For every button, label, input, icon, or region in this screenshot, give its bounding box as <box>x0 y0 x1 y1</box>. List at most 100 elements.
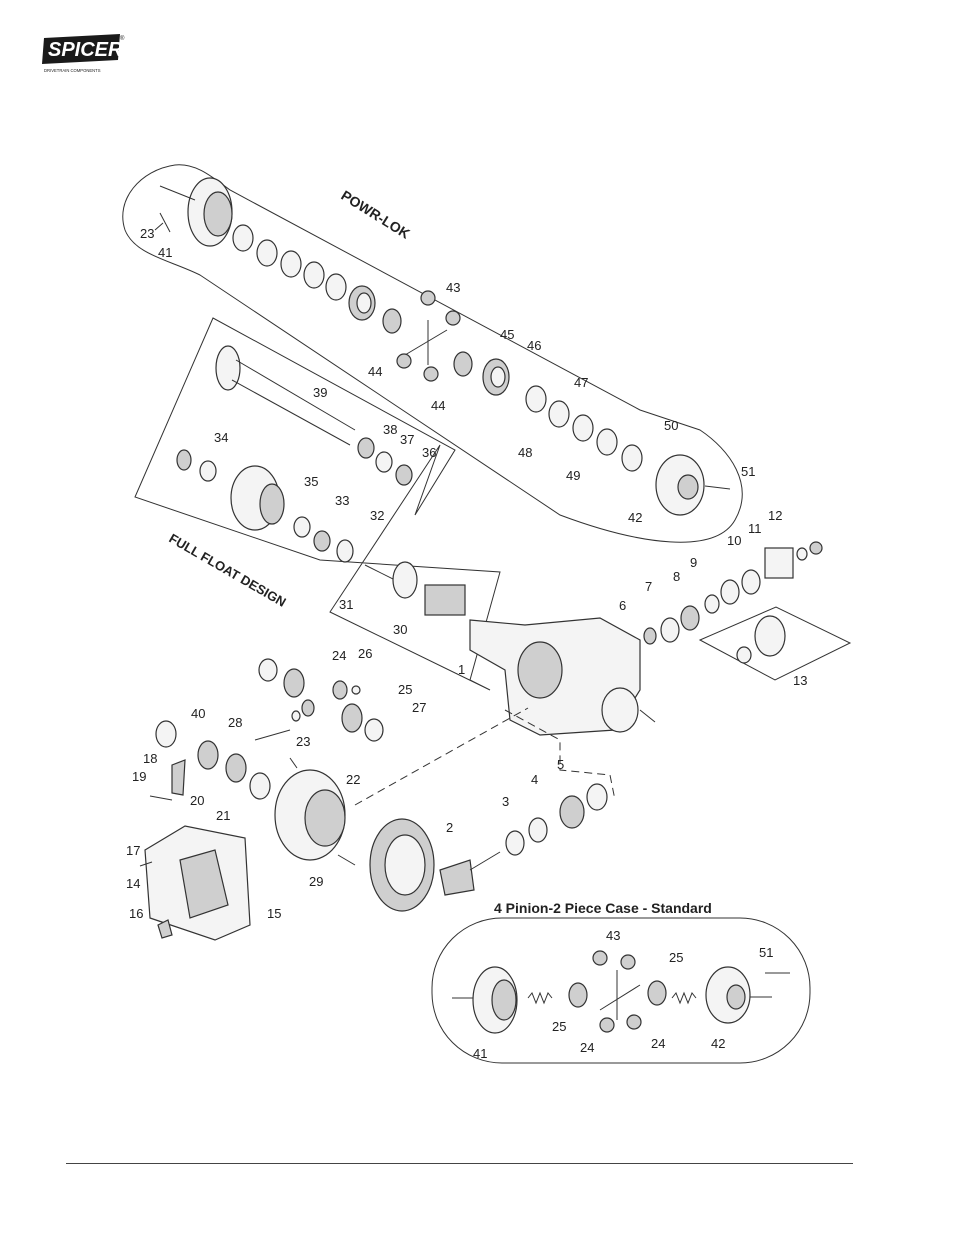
nut-36 <box>396 465 412 485</box>
pinion-side-parts <box>644 542 822 644</box>
callout-c9: 9 <box>690 555 697 570</box>
pressure-ring <box>349 286 375 320</box>
callout-c26: 26 <box>358 646 372 661</box>
bearing-33 <box>294 517 330 551</box>
standard-side-gear-25b <box>648 981 666 1005</box>
standard-case-half-42 <box>706 967 790 1023</box>
callout-c36: 36 <box>422 445 436 460</box>
spring-right <box>672 993 696 1003</box>
callout-c24b: 24 <box>580 1040 594 1055</box>
callout-c1: 1 <box>458 662 465 677</box>
callout-c38: 38 <box>383 422 397 437</box>
callout-c41a: 41 <box>158 245 172 260</box>
callout-c42b: 42 <box>711 1036 725 1051</box>
callout-c6: 6 <box>619 598 626 613</box>
spindle <box>365 562 465 615</box>
callout-c33: 33 <box>335 493 349 508</box>
callout-c10: 10 <box>727 533 741 548</box>
callout-c34: 34 <box>214 430 228 445</box>
ring-gear <box>370 819 434 911</box>
callout-c24c: 24 <box>651 1036 665 1051</box>
callout-c37: 37 <box>400 432 414 447</box>
callout-c29: 29 <box>309 874 323 889</box>
seal-34 <box>177 450 216 481</box>
callout-c44a: 44 <box>368 364 382 379</box>
spring-left <box>528 993 552 1003</box>
callout-c50: 50 <box>664 418 678 433</box>
callout-c47: 47 <box>574 375 588 390</box>
callout-c13: 13 <box>793 673 807 688</box>
callout-c5: 5 <box>557 757 564 772</box>
callout-c32: 32 <box>370 508 384 523</box>
callout-c41b: 41 <box>473 1046 487 1061</box>
drive-pinion-2 <box>440 852 500 895</box>
callout-c25c: 25 <box>552 1019 566 1034</box>
callout-c25b: 25 <box>669 950 683 965</box>
callout-c27: 27 <box>412 700 426 715</box>
callout-c12: 12 <box>768 508 782 523</box>
callout-c43b: 43 <box>606 928 620 943</box>
standard-cross-shaft <box>593 951 641 1032</box>
full-float-title: FULL FLOAT DESIGN <box>167 531 289 610</box>
flange-13-box <box>700 607 850 680</box>
callout-c31: 31 <box>339 597 353 612</box>
callout-c11: 11 <box>748 521 762 536</box>
cross-shaft-powr-lok <box>397 291 460 381</box>
callout-c49: 49 <box>566 468 580 483</box>
callout-c2: 2 <box>446 820 453 835</box>
clutch-plates <box>233 225 346 300</box>
callout-c8: 8 <box>673 569 680 584</box>
side-gear-powr-lok <box>383 309 401 333</box>
clutch-plates-47-49 <box>526 386 642 471</box>
callout-c48: 48 <box>518 445 532 460</box>
callout-c42a: 42 <box>628 510 642 525</box>
bolt-23-powr-lok <box>155 213 170 232</box>
callout-c21: 21 <box>216 808 230 823</box>
cup-32 <box>337 540 353 562</box>
callout-c51a: 51 <box>741 464 755 479</box>
powr-lok-title: POWR-LOK <box>338 187 412 242</box>
standard-case-half-41 <box>452 967 517 1033</box>
callout-c24a: 24 <box>332 648 346 663</box>
callout-c22: 22 <box>346 772 360 787</box>
pinion-bearings-3-5 <box>506 784 607 855</box>
callout-c3: 3 <box>502 794 509 809</box>
callout-c30: 30 <box>393 622 407 637</box>
standard-case-title: 4 Pinion-2 Piece Case - Standard <box>494 900 712 916</box>
cover-14 <box>140 826 250 940</box>
case-half-41-powr-lok <box>160 178 232 246</box>
callout-c15: 15 <box>267 906 281 921</box>
hub-35 <box>231 466 284 530</box>
callout-c35: 35 <box>304 474 318 489</box>
washer-37 <box>376 452 392 472</box>
callout-c46: 46 <box>527 338 541 353</box>
callout-c28: 28 <box>228 715 242 730</box>
callout-c17: 17 <box>126 843 140 858</box>
standard-side-gear-25 <box>569 983 587 1007</box>
case-half-42-powr-lok <box>656 455 730 515</box>
callout-c25a: 25 <box>398 682 412 697</box>
callout-c23a: 23 <box>140 226 154 241</box>
callout-c16: 16 <box>129 906 143 921</box>
full-float-outline <box>135 318 500 690</box>
callout-c23b: 23 <box>296 734 310 749</box>
axle-shaft-39 <box>216 346 355 445</box>
callout-c18: 18 <box>143 751 157 766</box>
callout-c19: 19 <box>132 769 146 784</box>
callout-c44b: 44 <box>431 398 445 413</box>
axle-housing-1 <box>470 618 655 735</box>
footer-rule <box>66 1163 853 1164</box>
callout-c51b: 51 <box>759 945 773 960</box>
nut-38 <box>358 438 374 458</box>
callout-c7: 7 <box>645 579 652 594</box>
callout-c4: 4 <box>531 772 538 787</box>
pressure-ring-46 <box>483 359 509 395</box>
diff-case-22 <box>275 770 355 865</box>
callout-c45: 45 <box>500 327 514 342</box>
callout-c43a: 43 <box>446 280 460 295</box>
callout-c40: 40 <box>191 706 205 721</box>
side-gear-45 <box>454 352 472 376</box>
callout-c39: 39 <box>313 385 327 400</box>
callout-c14: 14 <box>126 876 140 891</box>
